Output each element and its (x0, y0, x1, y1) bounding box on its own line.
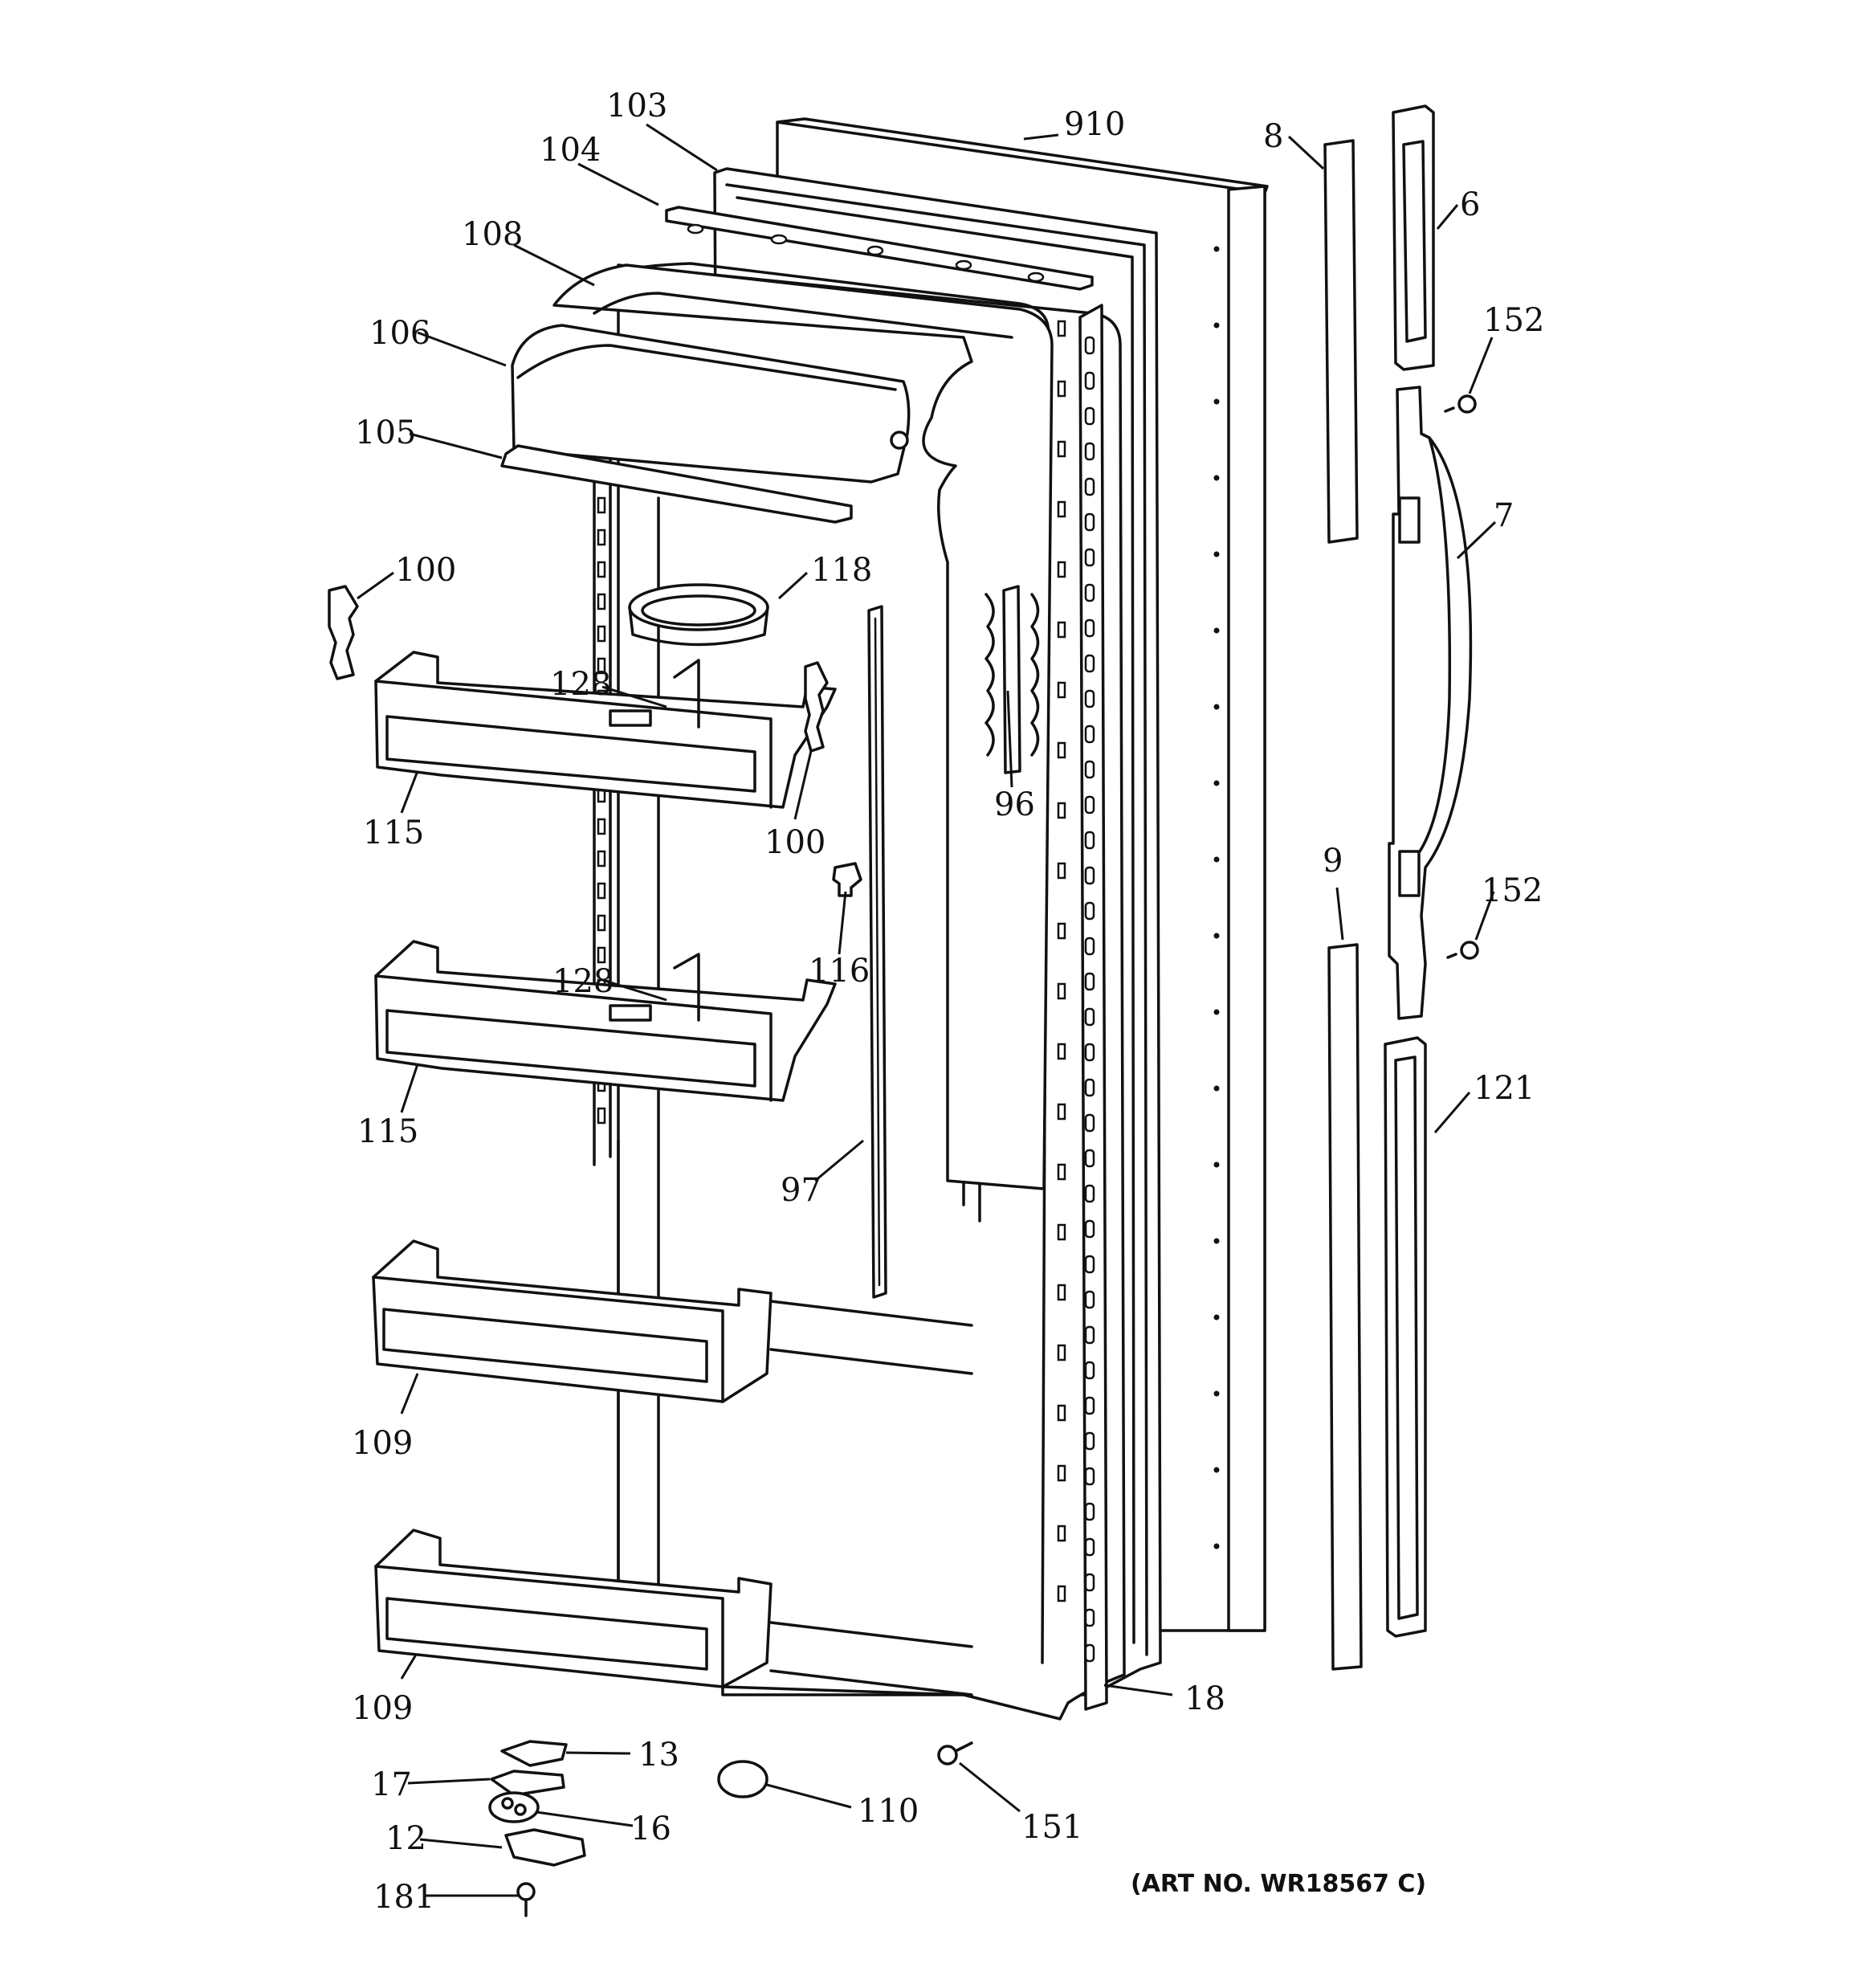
hinge-12 (504, 1828, 586, 1867)
dairy-compartment (552, 263, 1054, 1190)
callout-128-upper: 128 (550, 666, 611, 703)
callout-7: 7 (1494, 497, 1514, 534)
handle-7 (1388, 386, 1473, 1020)
screw-181 (516, 1882, 536, 1917)
shelf-115-upper (374, 651, 837, 809)
callout-116: 116 (809, 953, 870, 990)
callout-118: 118 (811, 552, 872, 589)
callout-115-upper: 115 (363, 814, 424, 851)
callout-105: 105 (355, 414, 416, 451)
callout-100-right: 100 (764, 824, 826, 861)
callout-13: 13 (638, 1737, 679, 1774)
hinge-cam-16 (488, 1791, 540, 1823)
callout-910: 910 (1064, 106, 1125, 143)
callout-17: 17 (371, 1766, 412, 1803)
screw-152-lower (1446, 941, 1479, 960)
callout-9: 9 (1323, 843, 1343, 880)
callout-8: 8 (1263, 118, 1283, 155)
clip-116 (832, 862, 862, 897)
callout-16: 16 (630, 1810, 671, 1847)
bin-109-upper (372, 1239, 773, 1403)
shelf-115-lower (374, 940, 837, 1102)
retainer-bar-96 (984, 585, 1040, 774)
callout-121: 121 (1474, 1070, 1535, 1107)
callout-96: 96 (994, 786, 1035, 823)
plug-110 (717, 1760, 768, 1798)
callout-106: 106 (369, 315, 430, 352)
hinge-shim-17 (490, 1770, 565, 1797)
shelf-support-100-left (328, 585, 359, 680)
callout-labels: 103 104 108 106 105 910 8 6 152 7 9 152 … (352, 88, 1544, 1916)
dairy-door (511, 324, 911, 484)
frame-strip-104 (665, 206, 1094, 291)
callout-115-lower: 115 (357, 1113, 418, 1150)
bin-109-lower (374, 1529, 773, 1688)
shelf-support-100-right (804, 661, 829, 753)
handle-cap-6 (1392, 104, 1435, 371)
callout-18: 18 (1184, 1680, 1225, 1717)
callout-108: 108 (462, 216, 523, 253)
callout-109-upper: 109 (352, 1425, 413, 1462)
art-number: (ART NO. WR18567 C) (1131, 1870, 1426, 1898)
breaker-strip (1078, 304, 1108, 1711)
handle-cap-121 (1384, 1036, 1427, 1638)
screw-151 (937, 1741, 973, 1766)
callout-100-left: 100 (395, 552, 456, 589)
callout-151: 151 (1021, 1809, 1082, 1846)
callout-181: 181 (373, 1879, 434, 1916)
hinge-plate-13 (500, 1740, 568, 1767)
callout-110: 110 (858, 1793, 919, 1830)
callout-152-lower: 152 (1482, 872, 1543, 909)
callout-152-upper: 152 (1483, 302, 1544, 339)
retainer-bar-97 (867, 605, 887, 1299)
handle-trim-9 (1327, 943, 1363, 1671)
callout-97: 97 (781, 1172, 821, 1209)
handle-trim-8 (1323, 139, 1359, 544)
callout-103: 103 (606, 88, 667, 125)
screw-152-upper (1444, 394, 1477, 414)
leader-lines (357, 123, 1497, 1897)
callout-128-lower: 128 (552, 963, 614, 1000)
dairy-door-hinge-bar (500, 444, 853, 524)
callout-6: 6 (1460, 186, 1480, 223)
callout-104: 104 (540, 132, 601, 169)
callout-12: 12 (385, 1820, 426, 1857)
egg-tray (628, 583, 769, 647)
callout-109-lower: 109 (352, 1690, 413, 1727)
